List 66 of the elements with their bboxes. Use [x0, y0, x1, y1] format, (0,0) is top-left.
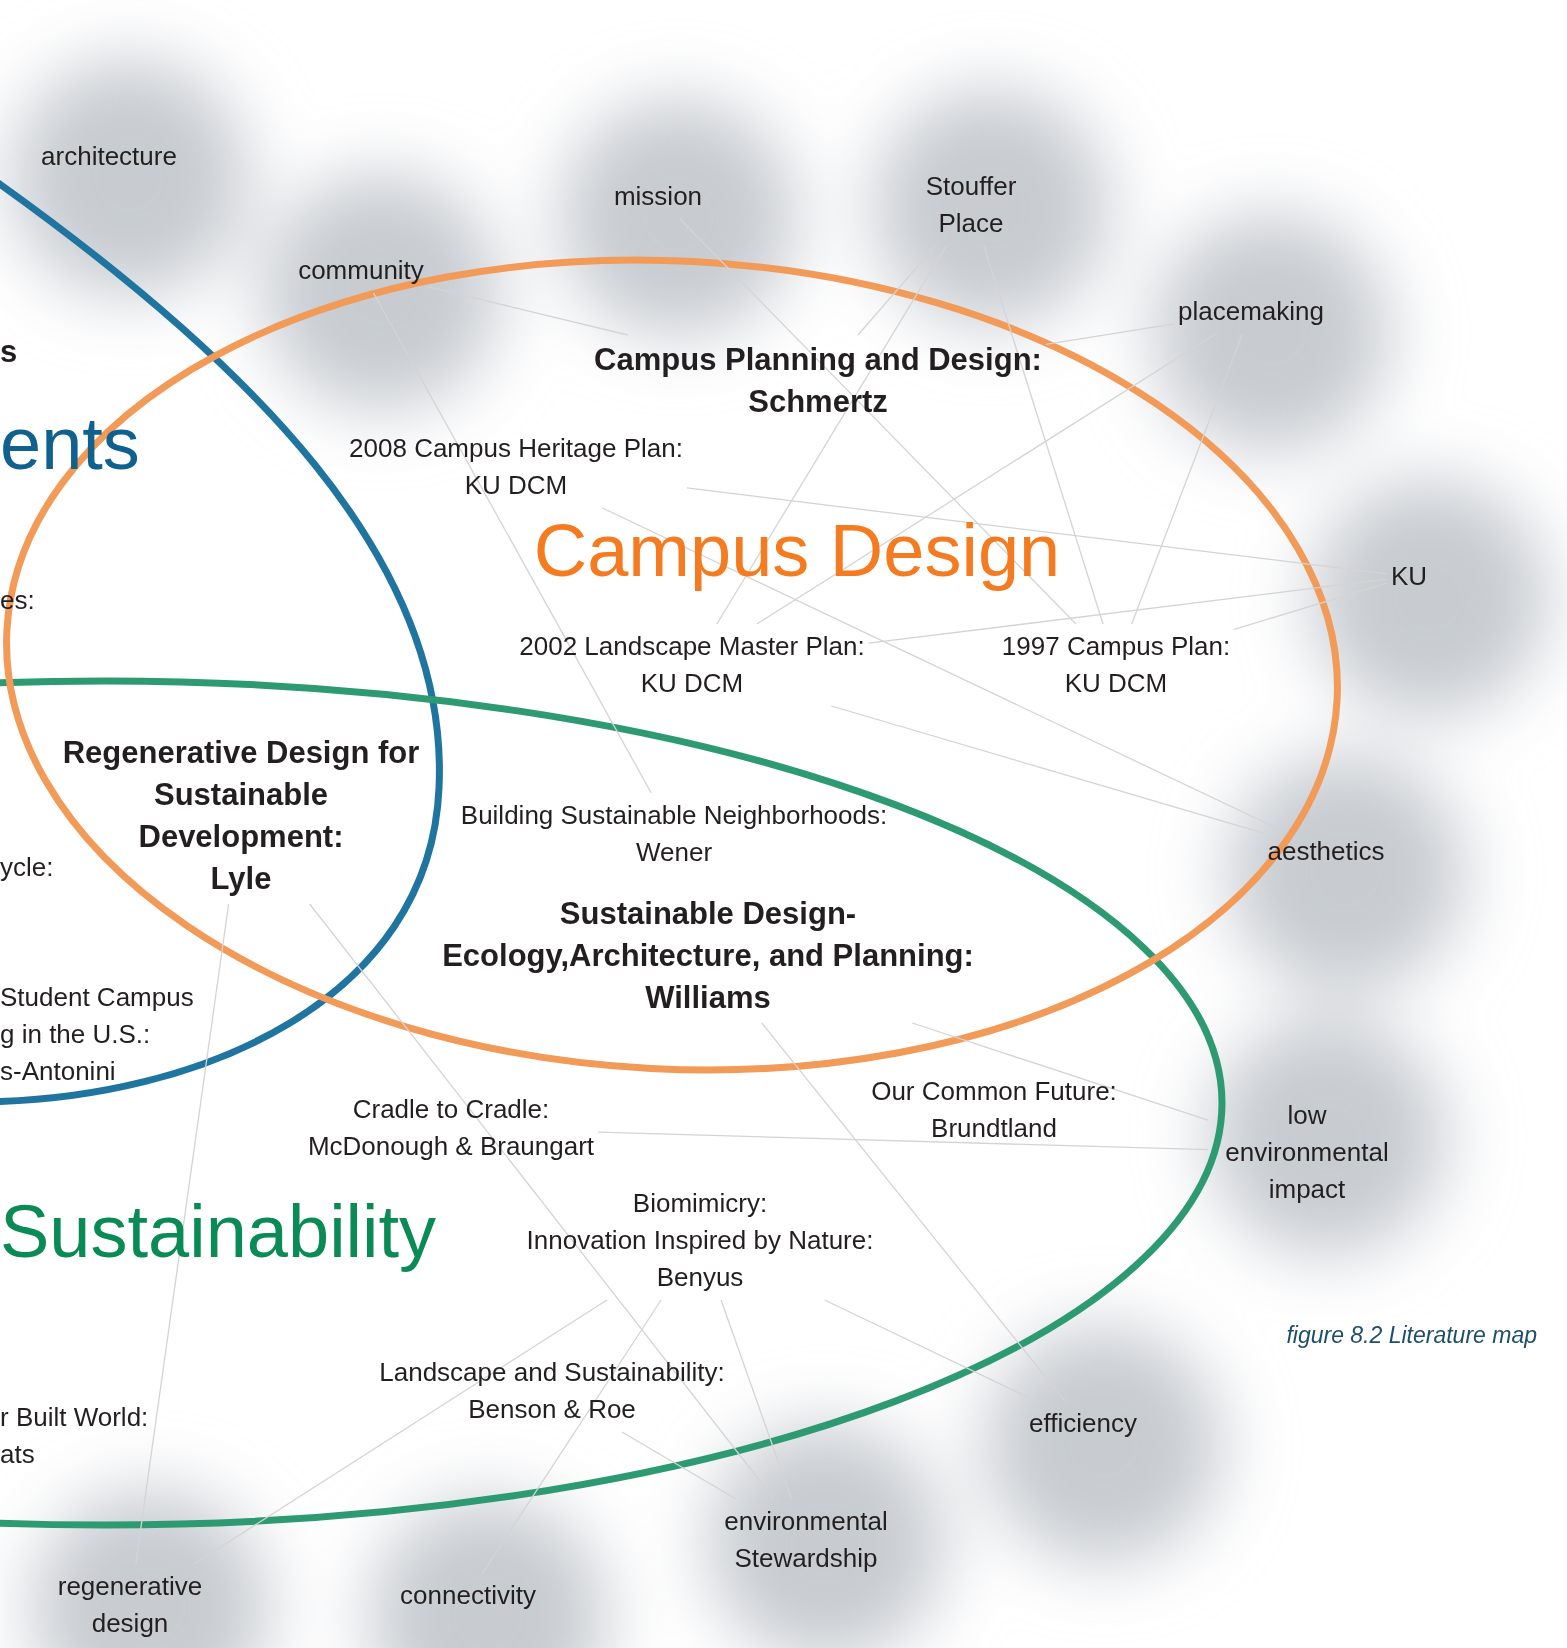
author-name: Benyus	[655, 1261, 745, 1294]
connector-line	[597, 1131, 1209, 1151]
author-name: KU DCM	[639, 667, 745, 700]
book-title: Ecology,Architecture, and Planning:	[442, 937, 974, 975]
keyword-label: KU	[1390, 558, 1428, 595]
connector-line	[193, 1299, 608, 1565]
partial-text: ats	[0, 1439, 35, 1471]
keyword-label: community	[298, 252, 424, 289]
category-title: Sustainability	[0, 1189, 436, 1275]
connector-line	[621, 1431, 737, 1500]
connector-line	[427, 286, 629, 336]
connector-line	[686, 487, 1388, 575]
keyword-label: architecture	[41, 138, 177, 175]
book-title: Landscape and Sustainability:	[379, 1356, 725, 1389]
partial-text: s-Antonini	[0, 1056, 116, 1088]
keyword-label: mission	[613, 178, 703, 215]
book-title: Innovation Inspired by Nature:	[526, 1224, 874, 1257]
author-name: KU DCM	[1063, 667, 1169, 700]
connector-line	[679, 218, 1077, 625]
category-title: Campus Design	[533, 508, 1061, 594]
book-title: Building Sustainable Neighborhoods:	[460, 799, 888, 832]
connector-line	[1233, 582, 1388, 630]
figure-caption: figure 8.2 Literature map	[1286, 1322, 1537, 1349]
connector-line	[756, 333, 1217, 625]
connector-line	[1131, 333, 1244, 625]
connector-line	[983, 245, 1104, 625]
author-name: Wener	[634, 836, 714, 869]
book-title: Biomimicry:	[631, 1187, 769, 1220]
connector-line	[372, 292, 652, 794]
keyword-label: efficiency	[1029, 1405, 1137, 1442]
book-title: 1997 Campus Plan:	[1001, 630, 1231, 663]
book-title: 2002 Landscape Master Plan:	[519, 630, 865, 663]
partial-text: s	[0, 333, 18, 371]
partial-text: ycle:	[0, 852, 54, 884]
keyword-label: connectivity	[400, 1577, 536, 1614]
author-name: Brundtland	[930, 1112, 1058, 1145]
connector-line	[830, 705, 1265, 834]
connector-line	[868, 578, 1388, 644]
book-title: Regenerative Design for Sustainable Development:	[61, 734, 421, 856]
connector-line	[716, 245, 947, 625]
keyword-label: placemaking	[1178, 293, 1324, 330]
connector-line	[911, 1022, 1209, 1121]
connector-line	[761, 1022, 1066, 1402]
connector-line	[823, 1299, 1037, 1402]
connector-line	[857, 245, 936, 336]
author-name: Williams	[644, 979, 772, 1017]
book-title: Sustainable Design-	[558, 895, 858, 933]
connector-line	[1045, 323, 1175, 346]
partial-text: Student Campus	[0, 982, 194, 1014]
connector-line	[135, 903, 230, 1565]
author-name: Lyle	[209, 860, 273, 898]
author-name: Schmertz	[747, 383, 889, 421]
connector-line	[309, 903, 775, 1500]
author-name: KU DCM	[463, 469, 569, 502]
connector-line	[601, 507, 1280, 830]
keyword-label: Stouffer Place	[906, 168, 1036, 242]
partial-text: g in the U.S.:	[0, 1019, 151, 1051]
book-title: 2008 Campus Heritage Plan:	[349, 432, 683, 465]
author-name: McDonough & Braungart	[307, 1130, 595, 1163]
connector-line	[720, 1299, 793, 1500]
author-name: Benson & Roe	[467, 1393, 637, 1426]
book-title: Cradle to Cradle:	[351, 1093, 551, 1126]
partial-text: r Built World:	[0, 1402, 149, 1434]
book-title: Campus Planning and Design:	[594, 341, 1042, 379]
book-title: Our Common Future:	[871, 1075, 1117, 1108]
connector-line	[482, 1299, 662, 1574]
